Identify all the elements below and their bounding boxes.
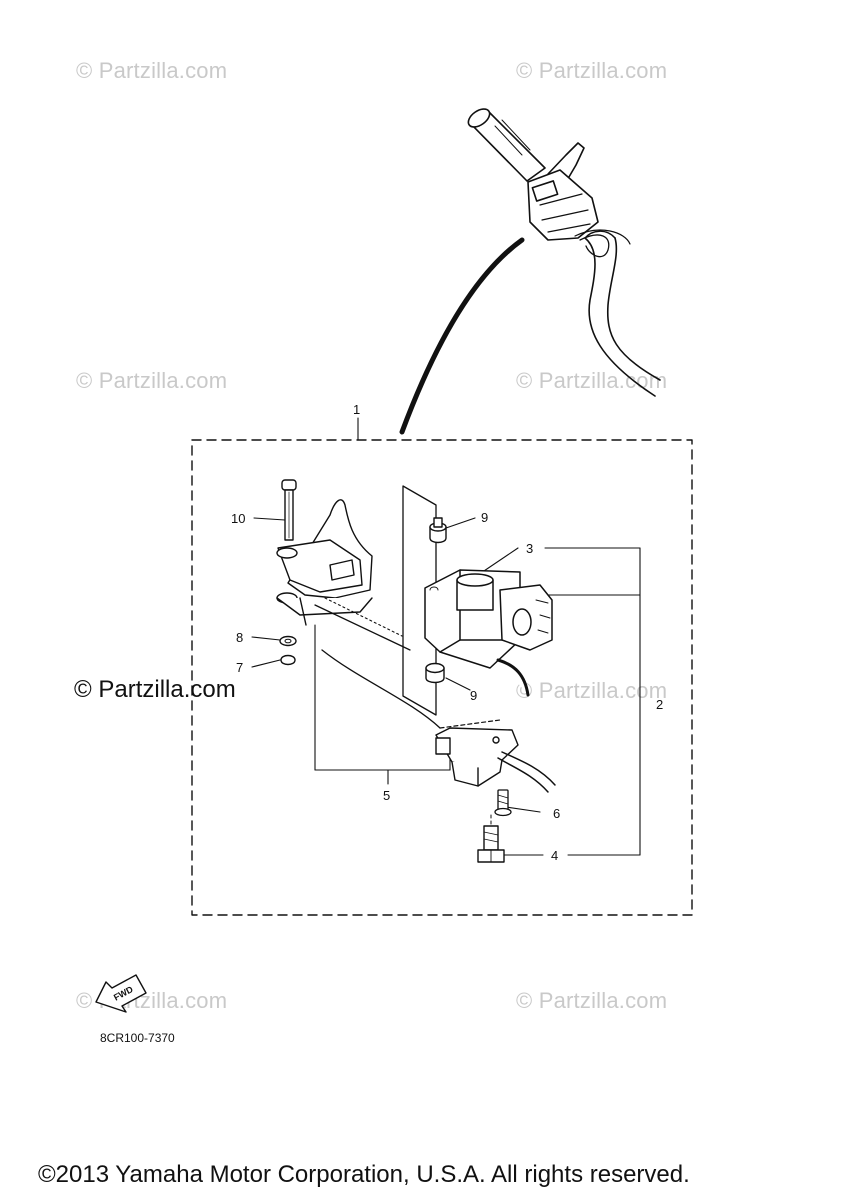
callout-8: 8 (236, 630, 243, 645)
callout-4: 4 (551, 848, 558, 863)
fwd-arrow-icon (95, 974, 147, 1013)
grommet-9-drawing (429, 517, 447, 544)
callout-2: 2 (656, 697, 663, 712)
diagram-code: 8CR100-7370 (100, 1031, 175, 1045)
watermark-strong: © Partzilla.com (74, 676, 236, 703)
watermark: © Partzilla.com (76, 368, 228, 393)
callout-5: 5 (383, 788, 390, 803)
bolt-10-drawing (281, 479, 297, 541)
switch-3-drawing (424, 569, 553, 697)
callout-1: 1 (353, 402, 360, 417)
watermark: © Partzilla.com (76, 58, 228, 83)
bolt-4-drawing (477, 814, 505, 863)
mount-plate-drawing (402, 485, 437, 716)
copyright-footer: ©2013 Yamaha Motor Corporation, U.S.A. A… (38, 1161, 690, 1188)
watermark: © Partzilla.com (516, 678, 668, 703)
throttle-cable (399, 237, 525, 435)
grommet-9-drawing (425, 662, 445, 684)
watermark: © Partzilla.com (516, 988, 668, 1013)
handlebar-drawing (467, 108, 661, 397)
clip-7-drawing (280, 654, 296, 666)
lever-bracket-drawing (276, 499, 373, 626)
callout-6: 6 (553, 806, 560, 821)
lever-rod-drawing (314, 604, 411, 651)
watermark: © Partzilla.com (516, 368, 668, 393)
callout-3: 3 (526, 541, 533, 556)
callout-7: 7 (236, 660, 243, 675)
switch-5-drawing (435, 727, 556, 793)
callout-10: 10 (231, 511, 245, 526)
washer-8-drawing (279, 635, 297, 647)
callout-9: 9 (481, 510, 488, 525)
callout-9: 9 (470, 688, 477, 703)
watermark: © Partzilla.com (516, 58, 668, 83)
assembly-box (191, 439, 693, 916)
screw-6-drawing (494, 789, 512, 817)
